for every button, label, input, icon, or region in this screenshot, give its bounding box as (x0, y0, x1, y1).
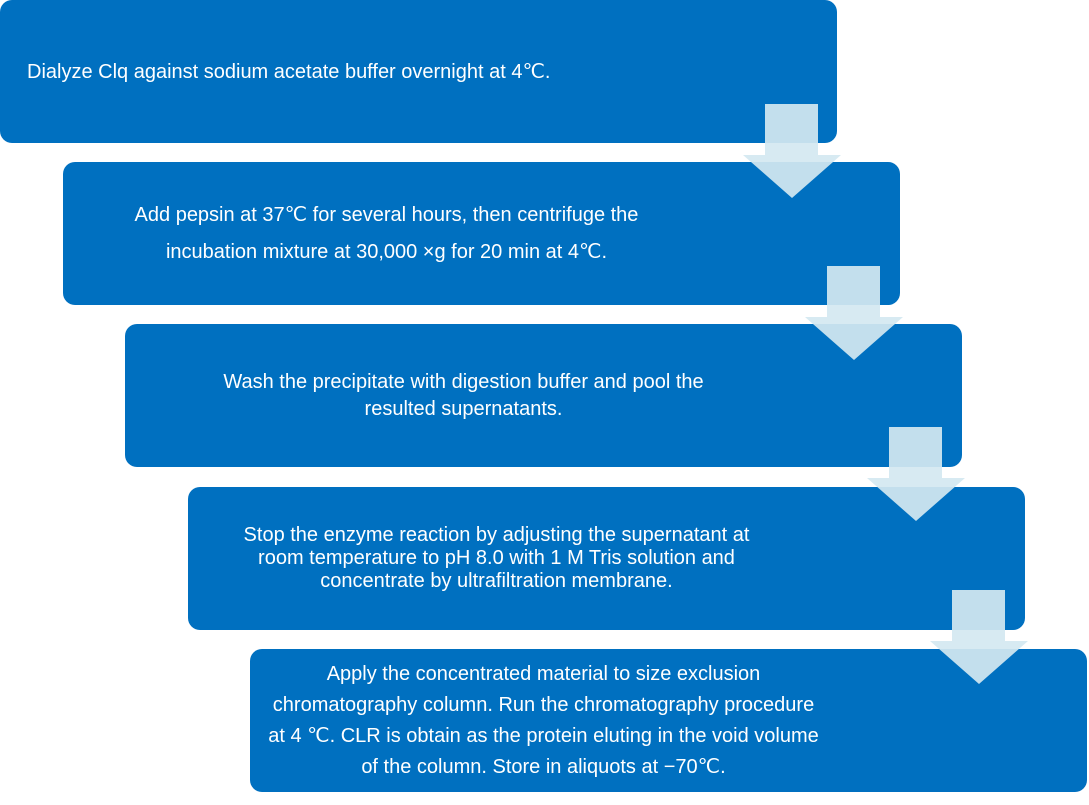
down-arrow-icon (805, 266, 903, 360)
flow-step-1: Dialyze Clq against sodium acetate buffe… (0, 0, 837, 143)
step-2-text: Add pepsin at 37℃ for several hours, the… (134, 203, 639, 263)
step-5-text: Apply the concentrated material to size … (268, 662, 819, 778)
flow-step-5: Apply the concentrated material to size … (250, 649, 1087, 792)
step-4-text: Stop the enzyme reaction by adjusting th… (243, 524, 750, 592)
flow-step-2: Add pepsin at 37℃ for several hours, the… (63, 162, 900, 305)
down-arrow-icon (867, 427, 965, 521)
flow-step-4: Stop the enzyme reaction by adjusting th… (188, 487, 1025, 630)
step-3-text: Wash the precipitate with digestion buff… (223, 370, 704, 420)
down-arrow-icon (743, 104, 841, 198)
down-arrow-icon (930, 590, 1028, 684)
flow-step-3: Wash the precipitate with digestion buff… (125, 324, 962, 467)
step-1-text: Dialyze Clq against sodium acetate buffe… (27, 60, 551, 83)
